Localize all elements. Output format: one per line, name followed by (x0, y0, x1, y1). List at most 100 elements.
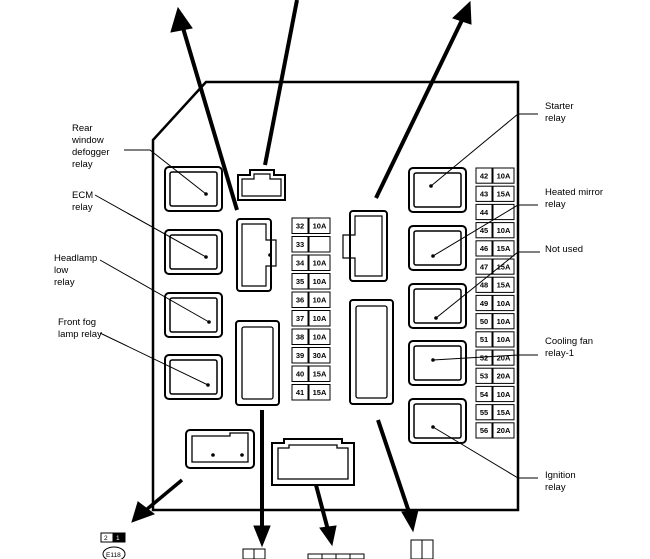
fuse-rating: 10A (497, 317, 511, 326)
fuse-number: 56 (480, 426, 488, 435)
fuse-number: 51 (480, 335, 488, 344)
fuse-number: 49 (480, 299, 488, 308)
leader-lines (94, 113, 540, 479)
relay-cooling-fan-1 (408, 340, 467, 386)
fuse-number: 50 (480, 317, 488, 326)
svg-text:Ignition: Ignition (545, 470, 576, 481)
relay-rear-defogger (164, 166, 223, 212)
fuse-43: 43 15A (475, 185, 515, 202)
svg-text:Starter: Starter (545, 101, 574, 112)
arrow-head-icon (452, 0, 472, 25)
large-fuse-slot-left (235, 320, 280, 406)
fuse-rating: 20A (497, 353, 511, 362)
label-ecm-relay: ECM relay (72, 190, 93, 213)
arrow-head-icon (401, 509, 419, 533)
fuse-number: 46 (480, 244, 488, 253)
svg-text:defogger: defogger (72, 147, 110, 158)
fuse-rating: 10A (497, 335, 511, 344)
fuse-number: 48 (480, 281, 488, 290)
fuse-rating: 10A (497, 299, 511, 308)
fuse-rating: 15A (497, 244, 511, 253)
fuse-number: 43 (480, 190, 488, 199)
svg-text:relay-1: relay-1 (545, 348, 574, 359)
fuse-rating: 10A (313, 222, 327, 231)
fuse-rating: 10A (313, 333, 327, 342)
fuse-rating: 10A (313, 277, 327, 286)
fuse-rating: 15A (313, 388, 327, 397)
fuse-50: 50 10A (475, 313, 515, 330)
fuse-number: 45 (480, 226, 488, 235)
fuse-number: 47 (480, 262, 488, 271)
svg-text:Heated mirror: Heated mirror (545, 187, 603, 198)
label-ignition-relay: Ignition relay (545, 470, 576, 493)
label-heated-mirror-relay: Heated mirror relay (545, 187, 603, 210)
fuse-35: 35 10A (291, 273, 331, 290)
connector-left-center (236, 218, 277, 292)
connector-top (237, 169, 286, 201)
fuse-rating: 10A (313, 259, 327, 268)
relay-not-used (408, 283, 467, 329)
fuse-number: 53 (480, 372, 488, 381)
fuse-52: 52 20A (475, 349, 515, 366)
fuse-number: 39 (296, 351, 304, 360)
direction-arrows (131, 0, 472, 548)
fuse-number: 41 (296, 388, 304, 397)
fuse-box-outline (151, 80, 520, 512)
fuse-rating: 15A (497, 281, 511, 290)
fuse-number: 52 (480, 353, 488, 362)
fuse-rating: 10A (497, 390, 511, 399)
fuse-46: 46 15A (475, 240, 515, 257)
connector-right-center (342, 210, 388, 282)
fuse-39: 39 30A (291, 347, 331, 364)
fuse-rating: 15A (313, 370, 327, 379)
fuse-38: 38 10A (291, 328, 331, 345)
connector-symbol-right (410, 539, 434, 559)
svg-text:E118: E118 (106, 552, 121, 559)
label-starter-relay: Starter relay (545, 101, 574, 124)
fuse-number: 44 (480, 208, 489, 217)
connector-symbol-center-left (242, 548, 266, 559)
fuse-44: 44 (475, 203, 515, 221)
fuse-number: 35 (296, 277, 304, 286)
relay-headlamp-low (164, 292, 223, 338)
relay-starter (408, 167, 467, 213)
fuse-number: 34 (296, 259, 305, 268)
fuse-number: 40 (296, 370, 304, 379)
arrow-head-icon (253, 525, 271, 548)
fuse-rating: 15A (497, 190, 511, 199)
fuse-number: 42 (480, 171, 488, 180)
fuse-rating: 10A (497, 171, 511, 180)
relay-heated-mirror (408, 225, 467, 271)
fuse-number: 36 (296, 296, 304, 305)
fuse-rating: 10A (313, 296, 327, 305)
label-headlamp-low-relay: Headlamp low relay (54, 253, 97, 288)
svg-text:relay: relay (72, 202, 93, 213)
relay-ignition (408, 398, 467, 444)
fuse-number: 32 (296, 222, 304, 231)
svg-text:Cooling fan: Cooling fan (545, 336, 593, 347)
arrow-head-icon (170, 6, 193, 33)
svg-text:relay: relay (545, 113, 566, 124)
fuse-41: 41 15A (291, 384, 331, 401)
large-fuse-slot-right (349, 299, 394, 405)
fuse-rating: 15A (497, 262, 511, 271)
fuse-number: 55 (480, 408, 488, 417)
fuse-47: 47 15A (475, 258, 515, 275)
svg-text:lamp relay: lamp relay (58, 329, 102, 340)
fuse-rating: 30A (313, 351, 327, 360)
fuse-51: 51 10A (475, 331, 515, 348)
relay-ecm (164, 229, 223, 275)
svg-text:relay: relay (54, 277, 75, 288)
fuse-34: 34 10A (291, 254, 331, 271)
fuse-33: 33 (291, 236, 331, 253)
fuse-number: 38 (296, 333, 304, 342)
connector-symbol-center (307, 553, 365, 559)
fuse-number: 37 (296, 314, 304, 323)
fuse-42: 42 10A (475, 167, 515, 184)
relay-front-fog (164, 354, 223, 400)
